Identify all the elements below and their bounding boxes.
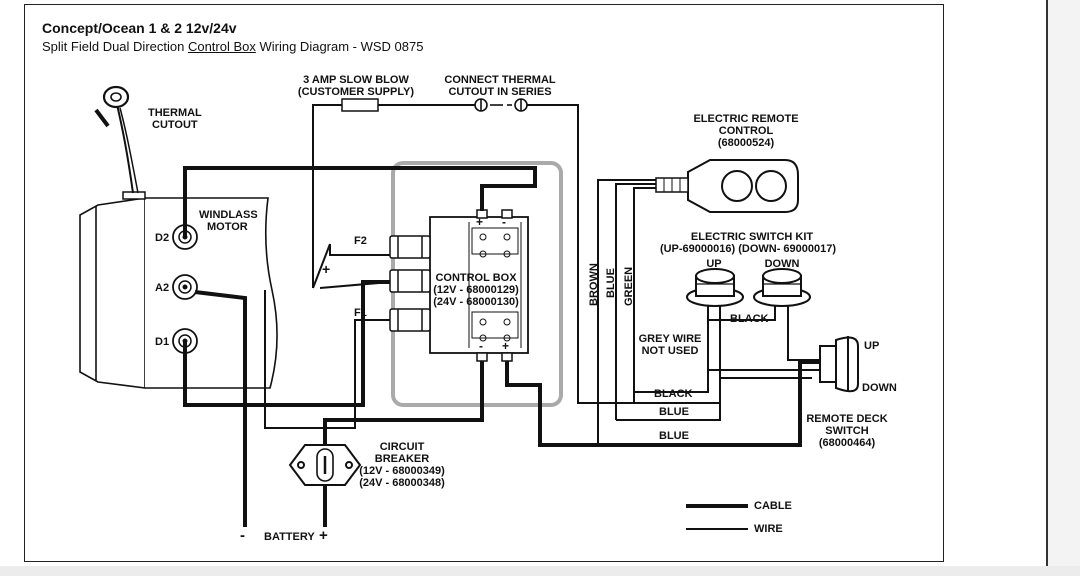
- wire-runs: [264, 104, 820, 445]
- scrollbar-gutter[interactable]: [1046, 0, 1080, 576]
- thermal-cutout-label-2: CUTOUT: [152, 119, 198, 131]
- grey-wire-label-2: NOT USED: [642, 345, 699, 357]
- spade-connectors: [389, 235, 431, 332]
- wire-brown-label: BROWN: [588, 263, 600, 306]
- f1-label: F1: [354, 307, 367, 319]
- thermal-cutout-label-1: THERMAL: [148, 107, 202, 119]
- fuse-label-2: (CUSTOMER SUPPLY): [298, 86, 414, 98]
- control-box-minus-bottom-label: -: [479, 339, 483, 353]
- control-box: [429, 216, 529, 354]
- thermal-connector-icon: [474, 98, 528, 112]
- terminal-a2-label: A2: [155, 282, 169, 294]
- switch-down-label: DOWN: [765, 258, 800, 270]
- thermal-cutout-probe: [94, 85, 139, 194]
- wire-blue-lower-label: BLUE: [659, 430, 689, 442]
- subtitle-prefix: Split Field Dual Direction: [42, 39, 188, 54]
- subtitle-link[interactable]: Control Box: [187, 39, 256, 54]
- bottom-strip: [0, 566, 1080, 576]
- f2-label: F2: [354, 235, 367, 247]
- connect-thermal-label-1: CONNECT THERMAL: [444, 74, 555, 86]
- switch-kit-label-2: (UP-69000016) (DOWN- 69000017): [660, 243, 836, 255]
- switch-kit-label-1: ELECTRIC SWITCH KIT: [691, 231, 813, 243]
- wire-green-label: GREEN: [623, 267, 635, 306]
- control-box-label-2: (12V - 68000129): [433, 284, 519, 296]
- plus-terminal-label: +: [322, 261, 330, 277]
- terminal-a2-icon: [172, 274, 198, 300]
- battery-minus-label: -: [240, 527, 245, 544]
- control-box-plus-label: +: [476, 215, 483, 229]
- circuit-breaker-icon: [288, 444, 362, 486]
- deck-down-label: DOWN: [862, 382, 897, 394]
- remote-deck-label-2: SWITCH: [825, 425, 868, 437]
- control-box-minus-label: -: [502, 215, 506, 229]
- control-box-plus-bottom-label: +: [502, 339, 509, 353]
- terminal-d2-label: D2: [155, 232, 169, 244]
- legend-cable-label: CABLE: [754, 500, 792, 512]
- fuse-icon: [341, 98, 379, 112]
- subtitle-suffix: Wiring Diagram - WSD 0875: [255, 39, 424, 54]
- electric-remote-control-icon: [655, 159, 799, 213]
- switch-up-label: UP: [706, 258, 721, 270]
- battery-plus-label: +: [319, 527, 328, 544]
- grey-wire-label-1: GREY WIRE: [639, 333, 702, 345]
- legend-wire-label: WIRE: [754, 523, 783, 535]
- remote-deck-switch-icon: [819, 336, 859, 393]
- diagram-title: Concept/Ocean 1 & 2 12v/24v: [42, 20, 237, 36]
- foot-switch-down-icon: [753, 268, 811, 307]
- electric-remote-label-1: ELECTRIC REMOTE: [693, 113, 798, 125]
- circuit-breaker-label-4: (24V - 68000348): [359, 477, 445, 489]
- cable-runs: [183, 166, 820, 527]
- deck-up-label: UP: [864, 340, 879, 352]
- fuse-label-1: 3 AMP SLOW BLOW: [303, 74, 409, 86]
- battery-label: BATTERY: [264, 531, 315, 543]
- connect-thermal-label-2: CUTOUT IN SERIES: [448, 86, 551, 98]
- remote-deck-label-1: REMOTE DECK: [806, 413, 887, 425]
- foot-switch-up-icon: [686, 268, 744, 307]
- control-box-label-1: CONTROL BOX: [435, 272, 517, 284]
- wire-black-upper-label: BLACK: [730, 313, 769, 325]
- remote-deck-label-3: (68000464): [819, 437, 876, 449]
- electric-remote-label-2: CONTROL: [719, 125, 774, 137]
- electric-remote-label-3: (68000524): [718, 137, 775, 149]
- windlass-motor-label-1: WINDLASS: [199, 209, 258, 221]
- terminal-d1-label: D1: [155, 336, 169, 348]
- relay-blocks: [468, 222, 522, 348]
- windlass-motor-label-2: MOTOR: [207, 221, 248, 233]
- circuit-breaker-label-1: CIRCUIT: [380, 441, 425, 453]
- diagram-labels: THERMAL CUTOUT 3 AMP SLOW BLOW (CUSTOMER…: [148, 74, 897, 544]
- wire-blue-middle-label: BLUE: [659, 406, 689, 418]
- wire-black-lower-label: BLACK: [654, 388, 693, 400]
- wire-blue-vertical-label: BLUE: [605, 268, 617, 298]
- control-box-label-3: (24V - 68000130): [433, 296, 519, 308]
- diagram-subtitle: Split Field Dual Direction Control Box W…: [42, 39, 423, 54]
- circuit-breaker-label-3: (12V - 68000349): [359, 465, 445, 477]
- circuit-breaker-label-2: BREAKER: [375, 453, 429, 465]
